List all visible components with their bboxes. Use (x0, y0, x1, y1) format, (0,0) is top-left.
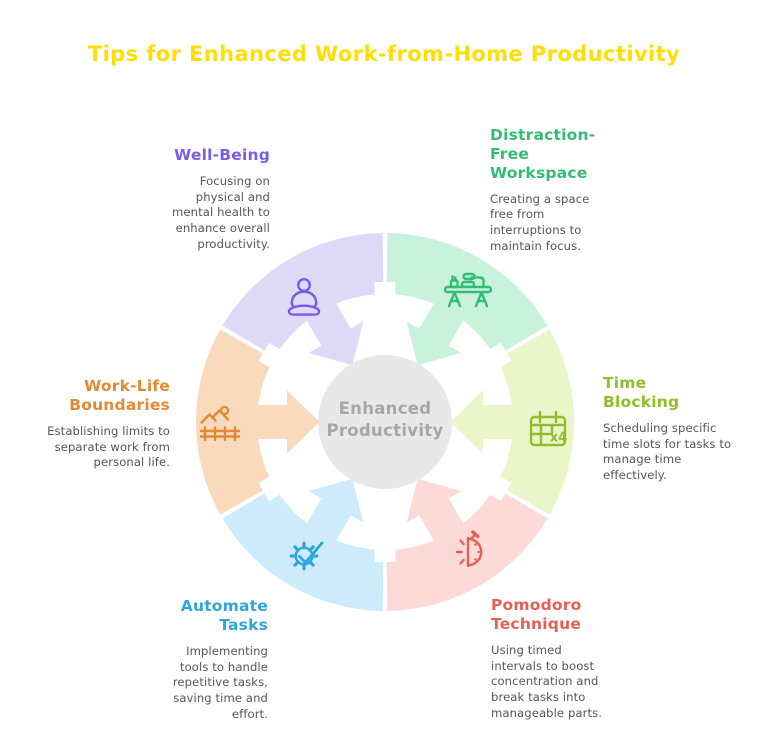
section-well-being: Well-Being Focusing on physical and ment… (110, 146, 270, 253)
productivity-cycle-diagram: x4 (175, 212, 595, 632)
section-title-time-blocking: Time Blocking (603, 374, 680, 411)
inward-arrow-time-blocking (450, 390, 521, 454)
pomodoro-timer-icon (455, 530, 483, 568)
section-title-automate-tasks: Automate Tasks (180, 597, 268, 634)
section-title-well-being: Well-Being (174, 146, 270, 164)
section-work-life-boundaries: Work-Life Boundaries Establishing limits… (20, 377, 170, 471)
section-description-automate-tasks: Implementing tools to handle repetitive … (172, 643, 268, 721)
section-description-well-being: Focusing on physical and mental health t… (172, 173, 270, 251)
section-title-pomodoro-technique: Pomodoro Technique (491, 596, 582, 633)
calendar-x4-icon: x4 (529, 410, 567, 447)
gear-checkmark-icon (289, 541, 324, 571)
section-description-distraction-free-workspace: Creating a space free from interruptions… (490, 191, 590, 254)
wedge-automate-tasks (222, 487, 384, 611)
calendar-x4-label: x4 (550, 431, 567, 446)
section-title-distraction-free-workspace: Distraction-Free Workspace (490, 126, 596, 182)
section-time-blocking: Time Blocking Scheduling specific time s… (603, 374, 753, 484)
section-pomodoro-technique: Pomodoro Technique Using timed intervals… (491, 596, 641, 722)
desk-workspace-icon (443, 272, 493, 308)
hub-circle (318, 355, 452, 489)
section-title-work-life-boundaries: Work-Life Boundaries (69, 377, 170, 414)
fence-boundary-icon (199, 405, 241, 442)
inward-arrow-work-life (249, 390, 320, 454)
page-title: Tips for Enhanced Work-from-Home Product… (87, 42, 681, 66)
section-automate-tasks: Automate Tasks Implementing tools to han… (118, 597, 268, 723)
section-description-work-life-boundaries: Establishing limits to separate work fro… (47, 423, 170, 470)
meditation-person-icon (287, 278, 321, 316)
section-description-time-blocking: Scheduling specific time slots for tasks… (603, 420, 732, 483)
section-distraction-free-workspace: Distraction-Free Workspace Creating a sp… (490, 126, 640, 255)
section-description-pomodoro-technique: Using timed intervals to boost concentra… (491, 642, 603, 720)
hub-label: Enhanced Productivity (326, 399, 444, 440)
